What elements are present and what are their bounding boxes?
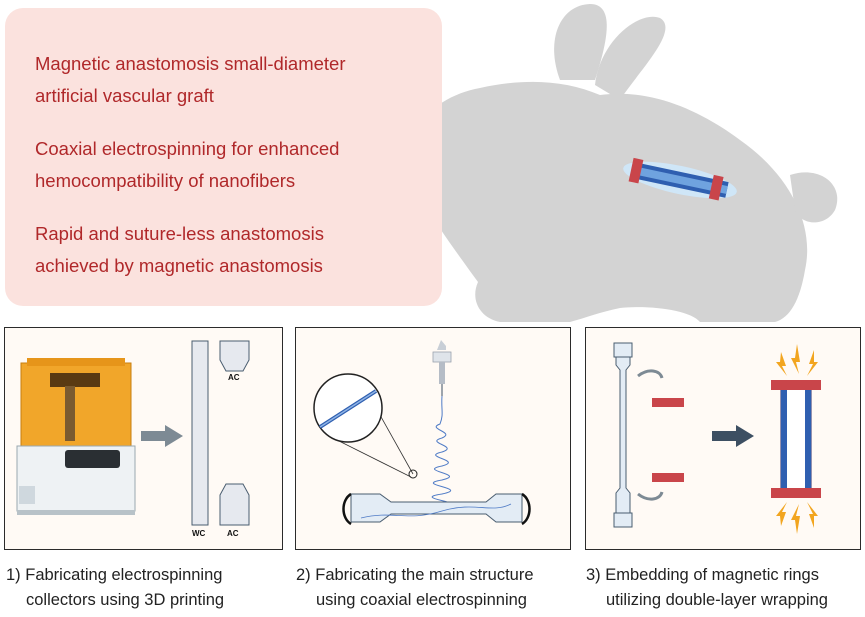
finished-graft <box>771 380 821 498</box>
highlight-line: achieved by magnetic anastomosis <box>35 255 323 276</box>
panel-electrospinning-illustration <box>313 340 531 526</box>
panel-coaxial-electrospinning <box>295 327 571 550</box>
highlight-item: Rapid and suture-less anastomosis achiev… <box>35 218 324 282</box>
label-ac-top: AC <box>228 373 240 382</box>
auxiliary-collector-bottom <box>219 483 250 526</box>
rabbit-tail <box>790 172 838 223</box>
implanted-graft <box>628 157 729 201</box>
rotating-collector <box>350 493 523 523</box>
highlight-line: Rapid and suture-less anastomosis <box>35 223 324 244</box>
panel-magnetic-rings-illustration <box>613 342 821 534</box>
highlights-box: Magnetic anastomosis small-diameter arti… <box>5 8 442 306</box>
magnetic-ring-top <box>652 398 684 407</box>
rabbit-body <box>409 81 808 322</box>
spinning-jet <box>395 395 453 515</box>
coaxial-needle-icon <box>432 340 452 396</box>
panel-magnetic-rings <box>585 327 861 550</box>
magnetic-ring-top <box>771 380 821 390</box>
caption-step-3: 3) Embedding of magnetic rings utilizing… <box>586 563 828 613</box>
magnetic-ring-bottom <box>652 473 684 482</box>
rabbit-ear-back <box>554 4 607 80</box>
electrospinning-collectors <box>191 340 250 526</box>
caption-line: utilizing double-layer wrapping <box>606 591 828 609</box>
highlight-line: Magnetic anastomosis small-diameter <box>35 53 346 74</box>
caption-line: using coaxial electrospinning <box>316 591 527 609</box>
caption-line: 1) Fabricating electrospinning <box>6 566 223 584</box>
rotation-arrow-right-icon <box>521 492 531 526</box>
magnetic-ring-bottom <box>771 488 821 498</box>
caption-step-1: 1) Fabricating electrospinning collector… <box>6 563 224 613</box>
auxiliary-collector-top <box>219 340 250 372</box>
wrap-arrow-bottom-icon <box>637 491 664 501</box>
arrow-right-icon <box>141 425 183 447</box>
rotation-arrow-left-icon <box>342 492 352 526</box>
panel-3d-printing: WC AC AC <box>4 327 283 550</box>
panel-3d-printing-illustration: WC AC AC <box>16 340 250 538</box>
3d-printer-icon <box>16 358 136 515</box>
caption-line: 2) Fabricating the main structure <box>296 566 534 584</box>
arrow-right-icon <box>712 425 754 447</box>
highlight-item: Coaxial electrospinning for enhanced hem… <box>35 133 339 197</box>
zoom-inset <box>313 373 418 479</box>
rabbit-illustration <box>395 4 838 322</box>
working-collector <box>191 340 209 526</box>
wrap-arrow-top-icon <box>637 369 664 379</box>
highlight-item: Magnetic anastomosis small-diameter arti… <box>35 48 346 112</box>
magnetic-attraction-sparks-icon <box>776 344 818 534</box>
caption-line: collectors using 3D printing <box>26 591 225 609</box>
label-ac-bottom: AC <box>227 529 239 538</box>
highlight-line: hemocompatibility of nanofibers <box>35 170 296 191</box>
caption-line: 3) Embedding of magnetic rings <box>586 566 819 584</box>
highlight-line: artificial vascular graft <box>35 85 214 106</box>
rabbit-ear-front <box>595 16 666 100</box>
caption-step-2: 2) Fabricating the main structure using … <box>296 563 534 613</box>
highlight-line: Coaxial electrospinning for enhanced <box>35 138 340 159</box>
collector-with-graft <box>613 342 633 528</box>
label-wc: WC <box>192 529 206 538</box>
